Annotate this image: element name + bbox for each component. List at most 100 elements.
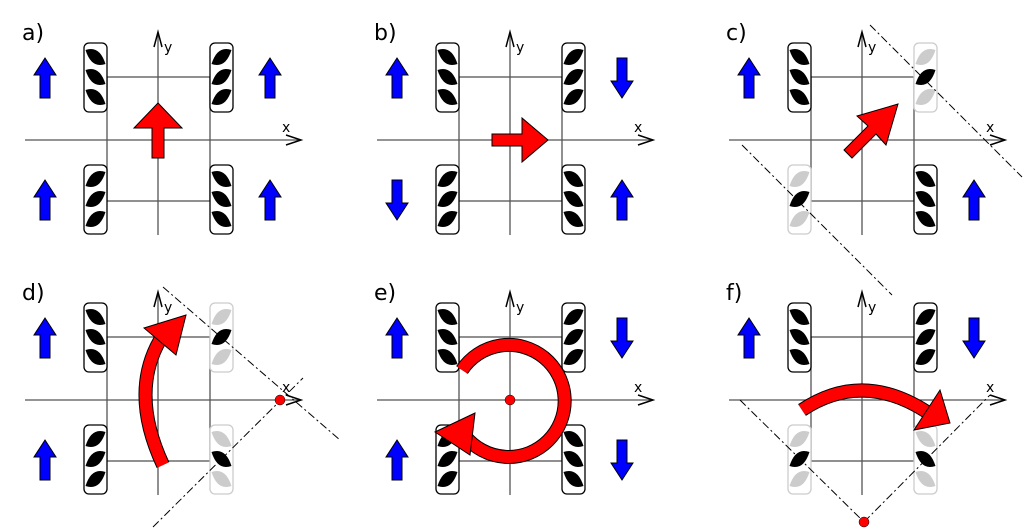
panel-label: c): [726, 21, 747, 46]
roller: [563, 308, 584, 326]
wheel-fr: [209, 302, 234, 373]
roller: [915, 190, 936, 208]
y-axis-label: y: [516, 300, 524, 316]
wheel-fr: [561, 42, 586, 113]
wheel-direction-arrow-fl: [33, 317, 57, 359]
panel-label: e): [374, 281, 396, 306]
instant-axis-line: [739, 399, 865, 523]
x-axis-arrowhead: [989, 394, 1008, 406]
roller: [915, 470, 936, 488]
roller: [563, 430, 584, 448]
roller: [563, 348, 584, 366]
roller: [85, 170, 106, 188]
panel-b: b) x y: [374, 21, 656, 235]
motion-arc: [798, 384, 931, 418]
roller: [85, 328, 106, 346]
instant-axis-line: [162, 286, 341, 441]
roller: [211, 348, 232, 366]
panel-label: b): [374, 21, 397, 46]
roller: [85, 48, 106, 66]
roller: [211, 470, 232, 488]
panel-a: a)xy: [22, 21, 304, 235]
wheel-direction-arrow-fr: [610, 317, 634, 359]
wheel-fr: [913, 302, 938, 373]
roller: [915, 308, 936, 326]
roller: [789, 430, 810, 448]
roller: [85, 348, 106, 366]
wheel-fl: [435, 42, 460, 113]
y-axis-arrowhead: [857, 289, 867, 308]
panel-c: c) x y: [726, 21, 1023, 296]
roller: [789, 328, 810, 346]
instant-axis-line: [869, 24, 1023, 178]
roller: [563, 48, 584, 66]
roller: [563, 190, 584, 208]
x-axis-label: x: [986, 120, 994, 136]
roller: [211, 308, 232, 326]
roller: [437, 470, 458, 488]
wheel-direction-arrow-br: [962, 179, 986, 221]
roller: [563, 170, 584, 188]
x-axis-label: x: [634, 120, 642, 136]
motion-arc-arrowhead: [142, 314, 187, 356]
x-axis-arrowhead: [989, 134, 1008, 146]
motion-arc-arrowhead: [912, 388, 951, 431]
panel-e: e) x y: [374, 281, 656, 495]
wheel-direction-arrow-br: [258, 179, 282, 221]
wheel-fr: [913, 42, 938, 113]
roller: [915, 88, 936, 106]
wheel-bl: [787, 424, 812, 495]
roller: [437, 450, 458, 468]
roller: [85, 430, 106, 448]
wheel-fl: [435, 302, 460, 373]
roller: [915, 48, 936, 66]
roller: [915, 68, 936, 86]
panel-label: d): [22, 281, 45, 306]
x-axis-label: x: [282, 120, 290, 136]
wheel-direction-arrow-fr: [610, 57, 634, 99]
roller: [789, 88, 810, 106]
rotation-center-dot: [274, 394, 286, 406]
wheel-direction-arrow-fl: [33, 57, 57, 99]
roller: [211, 88, 232, 106]
y-axis-label: y: [516, 40, 524, 56]
motion-arrow-right: [491, 116, 549, 164]
wheel-br: [209, 164, 234, 235]
motion-circle: [457, 338, 571, 463]
roller: [211, 48, 232, 66]
wheel-direction-arrow-fr: [258, 57, 282, 99]
y-axis-label: y: [164, 300, 172, 316]
y-axis-arrowhead: [153, 29, 163, 48]
roller: [789, 170, 810, 188]
roller: [915, 210, 936, 228]
roller: [211, 210, 232, 228]
roller: [211, 68, 232, 86]
motion-arrow-diagonal: [843, 103, 899, 159]
wheel-direction-arrow-bl: [33, 439, 57, 481]
roller: [563, 210, 584, 228]
x-axis-label: x: [634, 380, 642, 396]
y-axis-label: y: [868, 300, 876, 316]
roller: [789, 470, 810, 488]
roller: [915, 328, 936, 346]
roller: [915, 170, 936, 188]
roller: [211, 190, 232, 208]
instant-axis-line: [741, 144, 893, 296]
roller: [789, 190, 810, 208]
motion-arc: [139, 331, 169, 468]
wheel-fr: [561, 302, 586, 373]
roller: [437, 48, 458, 66]
wheel-direction-arrow-fr: [962, 317, 986, 359]
roller: [437, 190, 458, 208]
y-axis-arrowhead: [857, 29, 867, 48]
roller: [211, 170, 232, 188]
roller: [85, 68, 106, 86]
wheel-bl: [83, 424, 108, 495]
roller: [915, 348, 936, 366]
roller: [85, 88, 106, 106]
roller: [437, 170, 458, 188]
roller: [789, 48, 810, 66]
roller: [85, 450, 106, 468]
y-axis-label: y: [868, 40, 876, 56]
